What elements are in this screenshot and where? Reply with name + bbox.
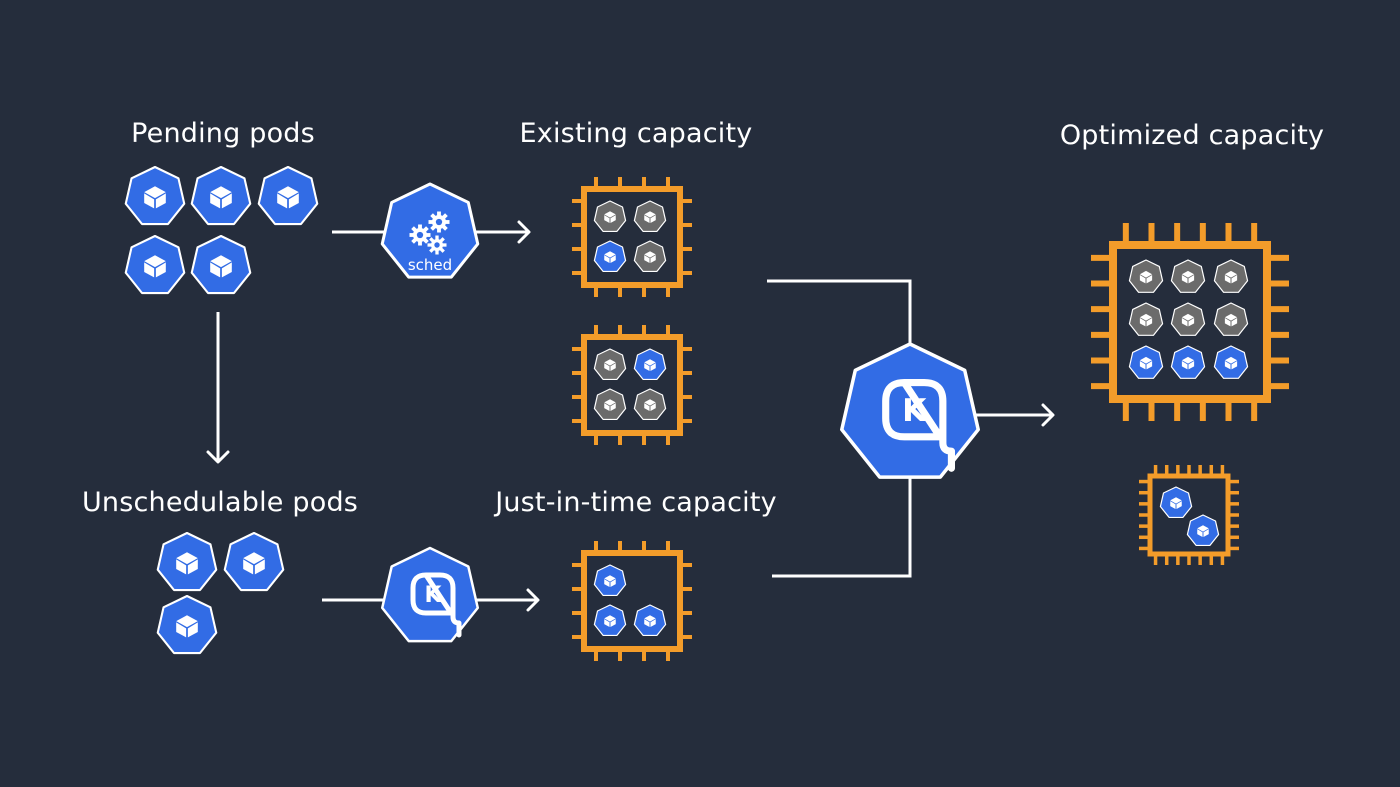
pod-icon xyxy=(593,348,627,381)
pod-icon xyxy=(1186,514,1220,547)
pod-icon xyxy=(1170,259,1206,293)
unschedulable-pod xyxy=(156,594,218,655)
karpenter-main-icon: K xyxy=(840,342,980,479)
unschedulable-pod xyxy=(156,531,218,592)
existing-capacity-title: Existing capacity xyxy=(519,118,753,149)
pod-icon xyxy=(1170,345,1206,379)
jit-node xyxy=(572,541,692,661)
connector-existing-to-karpenter xyxy=(767,279,912,360)
pod-icon xyxy=(1170,302,1206,336)
arrow-head-icon xyxy=(206,450,230,464)
existing-node-2 xyxy=(572,325,692,445)
pending-pod xyxy=(190,234,252,295)
kube-scheduler-icon: sched xyxy=(380,182,480,279)
pod-icon xyxy=(1213,345,1249,379)
pending-pod xyxy=(124,165,186,226)
existing-node-1 xyxy=(572,177,692,297)
pod-icon xyxy=(593,240,627,273)
pod-icon xyxy=(593,604,627,637)
pod-icon xyxy=(593,564,627,597)
pod-icon xyxy=(1128,302,1164,336)
unschedulable-pod xyxy=(223,531,285,592)
karpenter-letter: K xyxy=(424,583,442,608)
scheduler-label: sched xyxy=(408,256,452,274)
arrow-head-icon xyxy=(526,588,540,612)
optimized-large-node xyxy=(1091,223,1289,421)
pod-icon xyxy=(593,200,627,233)
gear-icon xyxy=(409,224,431,246)
pending-pods-title: Pending pods xyxy=(131,118,315,149)
karpenter-letter: K xyxy=(902,393,928,429)
unschedulable-pods-title: Unschedulable pods xyxy=(81,487,359,518)
pending-pod xyxy=(257,165,319,226)
pod-icon xyxy=(593,388,627,421)
connector-jit-to-karpenter xyxy=(772,470,912,578)
gear-icon xyxy=(427,235,447,255)
pod-icon xyxy=(633,200,667,233)
pod-icon xyxy=(1128,345,1164,379)
pod-icon xyxy=(1213,302,1249,336)
pending-pod xyxy=(190,165,252,226)
arrow-head-icon xyxy=(517,220,531,244)
arrow-head-icon xyxy=(1041,403,1055,427)
pod-icon xyxy=(633,348,667,381)
pod-icon xyxy=(633,240,667,273)
optimized-capacity-title: Optimized capacity xyxy=(1059,120,1325,151)
pod-icon xyxy=(633,604,667,637)
pending-pod xyxy=(124,234,186,295)
optimized-small-node xyxy=(1139,465,1239,565)
pod-icon xyxy=(633,388,667,421)
jit-capacity-title: Just-in-time capacity xyxy=(495,487,777,518)
karpenter-icon: K xyxy=(380,546,480,643)
gear-icon xyxy=(428,211,450,233)
pod-icon xyxy=(1213,259,1249,293)
pod-icon xyxy=(1159,486,1193,519)
pod-icon xyxy=(1128,259,1164,293)
